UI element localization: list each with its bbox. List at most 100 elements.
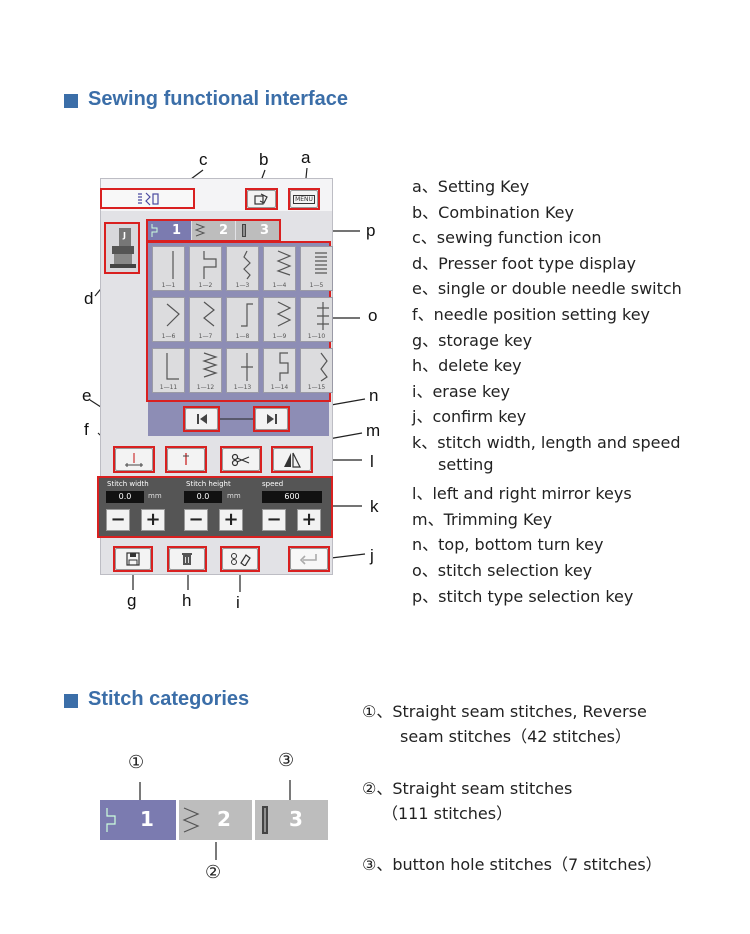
trimming-key[interactable] — [222, 448, 260, 471]
legend-item: a、Setting Key — [412, 177, 530, 196]
stitch-key[interactable]: 1—8 — [226, 297, 259, 342]
setting-key-box — [288, 188, 320, 210]
mirror-key[interactable] — [273, 448, 311, 471]
stitch-key[interactable]: 1—14 — [263, 348, 296, 393]
stitch-key[interactable]: 1—5 — [300, 246, 333, 291]
stitch-key[interactable]: 1—11 — [152, 348, 185, 393]
skip-back-icon — [196, 414, 207, 424]
stitch-key-label: 1—12 — [196, 384, 215, 391]
callout-p: p — [366, 221, 376, 240]
legend-item: i、erase key — [412, 381, 510, 401]
stitch-key[interactable]: 1—13 — [226, 348, 259, 393]
combination-key[interactable] — [247, 190, 276, 208]
speed-value: 600 — [262, 491, 322, 503]
callout-a: a — [301, 148, 311, 167]
delete-key-box — [167, 546, 207, 572]
sewing-function-icon — [102, 190, 193, 207]
category-desc-2: ②、Straight seam stitches — [362, 779, 573, 798]
buttonhole-icon — [262, 806, 268, 834]
scissors-icon — [231, 453, 250, 466]
stitch-width-minus[interactable]: − — [106, 509, 130, 531]
parameter-panel — [99, 478, 331, 536]
straight-seam-icon — [151, 224, 158, 237]
setting-key[interactable]: MENU — [290, 190, 318, 208]
stitch-key[interactable]: 1—12 — [189, 348, 222, 393]
top-turn-key[interactable] — [185, 408, 218, 430]
legend-item: b、Combination Key — [412, 202, 574, 222]
stitch-glyph-icon — [203, 301, 215, 327]
stitch-key-label: 1—5 — [309, 282, 324, 289]
stitch-key[interactable]: 1—2 — [189, 246, 222, 291]
category-tab-1: 1 — [100, 800, 176, 840]
stitch-key[interactable]: 1—6 — [152, 297, 185, 342]
tab-2-number: 2 — [219, 223, 229, 238]
presser-foot-letter: J — [123, 231, 126, 240]
stitch-width-label: Stitch width — [107, 480, 149, 488]
needle-switch-key-box — [165, 446, 207, 473]
speed-plus[interactable]: + — [297, 509, 321, 531]
stitch-width-plus[interactable]: + — [141, 509, 165, 531]
needle-switch-key[interactable] — [167, 448, 205, 471]
stitch-width-value: 0.0 — [106, 491, 144, 503]
stitch-key-label: 1—4 — [272, 282, 287, 289]
stitch-glyph-icon — [276, 250, 292, 276]
stitch-key-label: 1—11 — [159, 384, 178, 391]
top-turn-key-box — [183, 406, 220, 432]
legend-item: l、left and right mirror keys — [412, 484, 632, 504]
bottom-turn-key-box — [253, 406, 290, 432]
needle-position-key[interactable] — [115, 448, 153, 471]
category-tab-1-number: 1 — [140, 807, 154, 831]
stitch-glyph-icon — [202, 352, 218, 378]
combination-icon — [253, 193, 268, 205]
single-needle-icon — [183, 452, 189, 465]
erase-key-box — [220, 546, 260, 572]
stitch-key[interactable]: 1—10 — [300, 297, 333, 342]
straight-seam-icon — [106, 808, 116, 832]
parameter-settings-box — [97, 476, 333, 538]
stitch-glyph-icon — [172, 251, 174, 279]
stitch-type-tab-1[interactable]: 1 — [148, 221, 191, 240]
interface-title: Sewing functional interface — [88, 88, 349, 110]
legend-item: g、storage key — [412, 330, 533, 350]
stitch-key-label: 1—2 — [198, 282, 213, 289]
speed-minus[interactable]: − — [262, 509, 286, 531]
stitch-height-minus[interactable]: − — [184, 509, 208, 531]
stitch-height-plus[interactable]: + — [219, 509, 243, 531]
buttonhole-icon — [242, 224, 246, 237]
delete-key[interactable] — [169, 548, 205, 570]
legend-item: f、needle position setting key — [412, 305, 651, 324]
bottom-turn-key[interactable] — [255, 408, 288, 430]
sewing-function-icon-box — [100, 188, 195, 209]
stitch-key[interactable]: 1—4 — [263, 246, 296, 291]
zigzag-icon — [194, 223, 206, 237]
storage-key[interactable] — [115, 548, 151, 570]
stitch-key[interactable]: 1—1 — [152, 246, 185, 291]
callout-h: h — [182, 591, 192, 610]
tab-1-number: 1 — [172, 223, 182, 238]
legend-item: c、sewing function icon — [412, 228, 602, 248]
stitch-key-label: 1—13 — [233, 384, 252, 391]
tab-3-number: 3 — [260, 223, 270, 238]
callout-j: j — [370, 546, 374, 565]
legend-item: e、single or double needle switch — [412, 279, 682, 299]
needle-position-key-box — [113, 446, 155, 473]
stitch-glyph-icon — [315, 252, 327, 274]
combination-key-box — [245, 188, 278, 210]
erase-key[interactable] — [222, 548, 258, 570]
stitch-type-tab-2[interactable]: 2 — [192, 221, 235, 240]
stitch-glyph-icon — [279, 352, 289, 381]
stitch-key[interactable]: 1—15 — [300, 348, 333, 393]
legend-item: o、stitch selection key — [412, 561, 593, 580]
callout-n: n — [369, 386, 379, 405]
stitch-height-unit: mm — [227, 492, 241, 500]
stitch-height-label: Stitch height — [186, 480, 231, 488]
categories-title: Stitch categories — [88, 688, 250, 710]
stitch-key[interactable]: 1—7 — [189, 297, 222, 342]
stitch-key[interactable]: 1—3 — [226, 246, 259, 291]
stitch-type-tab-3[interactable]: 3 — [236, 221, 279, 240]
stitch-key-label: 1—6 — [161, 333, 176, 340]
stitch-glyph-icon — [241, 353, 253, 381]
stitch-key[interactable]: 1—9 — [263, 297, 296, 342]
confirm-key-box — [288, 546, 330, 572]
confirm-key[interactable] — [290, 548, 328, 570]
